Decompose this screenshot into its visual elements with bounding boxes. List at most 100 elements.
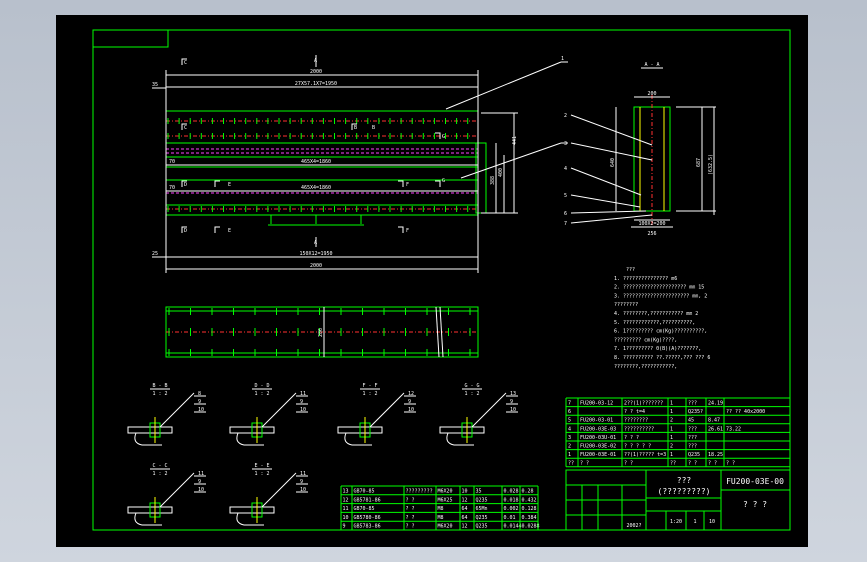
detail-scale: 1 : 2 [152,471,167,477]
bom-cell: ? ? [580,461,589,467]
bom-lower-cell: ? ? [406,497,415,503]
dim-mid-1: 465X4=1860 [301,159,331,165]
detail-callout: 10 [510,407,516,413]
bom-cell: 1 [670,409,673,415]
aa-dim-outer: 256 [647,231,656,237]
bom-cell: 45 [688,418,694,424]
aa-callout: 2 [564,113,567,119]
title-of: 10 [709,519,715,525]
bom-cell: ? ? ? [624,435,639,441]
detail-scale: 1 : 2 [464,391,479,397]
bom-cell: ?? ?? 40x2000 [726,409,765,415]
bom-cell: 24.19 [708,401,723,407]
detail-callout: 11 [300,471,306,477]
bom-cell: 5 [568,418,571,424]
bom-lower-cell: GB5780-86 [354,515,381,521]
bom-lower-cell: 0.002 [504,506,519,512]
bom-lower-cell: 64 [462,515,468,521]
bom-lower-cell: 0.28 [522,489,534,495]
bom-lower-cell: 12 [343,497,349,503]
detail-callout: 9 [510,399,513,405]
detail-callout: 10 [198,407,204,413]
bom-cell: ???????? [624,418,648,424]
note-line: 2. ????????????????????? mm 15 [614,285,704,291]
dim-right-2: 388 [490,176,496,185]
sec-mark-e-2: E [228,228,231,234]
bom-cell: ??? [688,401,697,407]
bom-cell: 2??(1)??????? [624,401,663,407]
bom-cell: 1 [670,426,673,432]
sec-mark-e-1: E [228,182,231,188]
note-line: 5. ????????????,??????????, [614,320,695,326]
aa-dim-687: 687 [696,158,702,167]
sec-mark-a-top: A [314,58,317,64]
detail-callout: 9 [198,479,201,485]
bom-lower-cell: GB70-85 [354,489,375,495]
note-line: 3. ?????????????????????? mm, 2 [614,293,707,299]
sec-mark-d-1: D [184,228,187,234]
detail-callout: 8 [198,391,201,397]
detail-scale: 1 : 2 [362,391,377,397]
bom-lower-cell: 12 [462,497,468,503]
bom-cell: Q235? [688,409,703,415]
detail-title: G - G [464,383,479,389]
title-block [565,469,791,531]
technical-notes: ???1. ??????????????? m62. ?????????????… [614,267,710,370]
bom-cell: FU200-03-12 [580,401,613,407]
bom-cell: FU200-03E-03 [580,426,616,432]
dim-right-1: 441 [512,136,518,145]
bom-cell: ?? [568,461,574,467]
detail-callout: 13 [510,391,516,397]
bom-cell: ?????????? [624,426,654,432]
aa-dim-632: (632.5) [708,154,714,175]
detail-scale: 1 : 2 [254,391,269,397]
drawing-number: FU200-03E-00 [726,477,784,486]
bom-lower-cell: 13 [343,489,349,495]
dim-top-total: 2000 [310,69,322,75]
bom-cell: 7 [568,401,571,407]
sec-mark-b-2: B [372,125,375,131]
dim-left-bottom: 25 [152,251,158,257]
company-name: ? ? ? [743,500,767,509]
bom-cell: 1 [670,401,673,407]
bom-lower-cell: ????????? [406,489,433,495]
detail-callout: 10 [198,487,204,493]
detail-callout: 10 [408,407,414,413]
detail-title: C - C [152,463,167,469]
aa-callout: 5 [564,193,567,199]
plan-view [165,306,479,358]
bom-lower-cell: 10 [343,515,349,521]
aa-callout: 1 [561,56,564,62]
bom-cell: FU200-03E-01 [580,452,616,458]
bom-cell: ?? [670,461,676,467]
sec-mark-b-1: B [354,125,357,131]
bom-cell: 1 [670,452,673,458]
bom-cell: 1 [568,452,571,458]
detail-callout: 11 [198,471,204,477]
detail-callout: 9 [300,399,303,405]
detail-scale: 1 : 2 [152,391,167,397]
detail-callout: 10 [300,407,306,413]
dim-top-pitch: 27X57.1X7=1950 [295,81,337,87]
bom-cell: ? ? [726,461,735,467]
detail-callout: 9 [408,399,411,405]
detail-callout: 9 [300,479,303,485]
bom-lower-cell: GB5781-86 [354,497,381,503]
bom-lower-cell: 0.0288 [522,524,540,530]
bom-cell: 1 [670,435,673,441]
cad-drawing: 2000 27X57.1X7=1950 35 25 465X4=1860 465… [92,29,791,531]
note-line: 4. ????????,??????????? mm 2 [614,311,698,317]
bom-cell: 8.47 [708,418,720,424]
bom-cell: ? ? [624,461,633,467]
bom-cell: ? ? [688,461,697,467]
bom-lower-cell: ? ? [406,524,415,530]
note-line: 6. 1????????? cm(Kg)??????????, [614,329,707,335]
bom-lower-cell: 0.432 [522,497,537,503]
title-scale: 1:20 [670,519,682,525]
corner-stamp [92,29,169,48]
bom-lower-cell: ? ? [406,506,415,512]
detail-callout: 12 [408,391,414,397]
bom-lower-cell: 0.0144 [504,524,522,530]
